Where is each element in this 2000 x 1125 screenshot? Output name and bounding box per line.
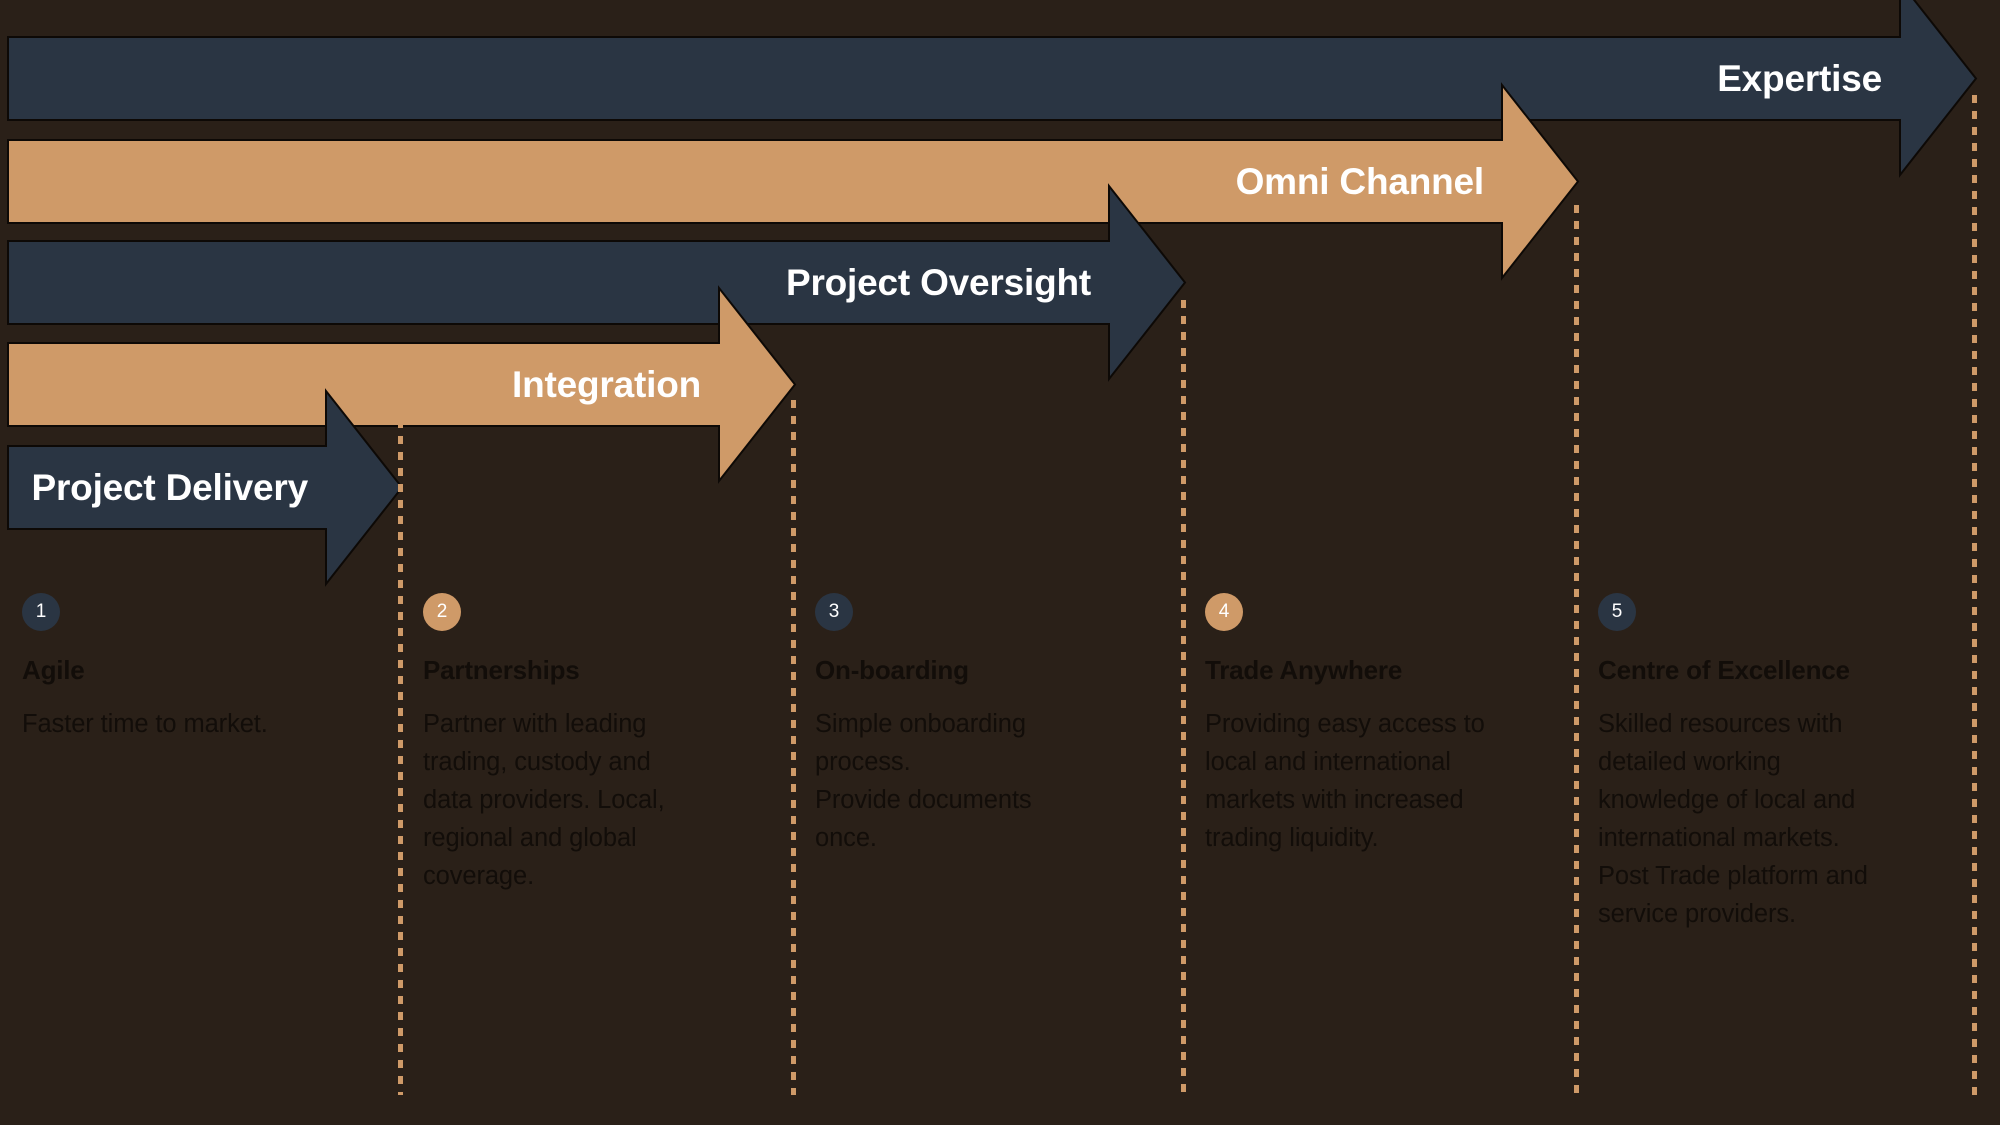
milestone-description: Faster time to market. <box>22 710 268 738</box>
roadmap-arrow <box>7 285 797 484</box>
column-divider <box>1574 205 1579 1095</box>
milestone-description: Partner with leading trading, custody an… <box>423 710 665 890</box>
milestone-number-badge: 1 <box>22 593 60 631</box>
roadmap-arrow <box>7 183 1187 382</box>
milestone-title: Agile <box>22 655 85 685</box>
milestone-number-badge: 4 <box>1205 593 1243 631</box>
milestone-number-badge: 5 <box>1598 593 1636 631</box>
milestone-title: On-boarding <box>815 655 969 685</box>
roadmap-arrow <box>7 82 1580 281</box>
milestone-number-badge: 2 <box>423 593 461 631</box>
roadmap-arrow <box>7 0 1978 178</box>
milestone-description: Providing easy access to local and inter… <box>1205 710 1485 852</box>
milestone-title: Trade Anywhere <box>1205 655 1403 685</box>
milestone-description: Simple onboarding process. Provide docum… <box>815 710 1032 852</box>
column-divider <box>1181 300 1186 1095</box>
milestone-title: Centre of Excellence <box>1598 655 1850 685</box>
roadmap-arrow <box>7 388 404 587</box>
milestone-title: Partnerships <box>423 655 580 685</box>
column-divider <box>398 420 403 1095</box>
column-divider <box>791 400 796 1095</box>
column-divider <box>1972 95 1977 1095</box>
milestone-number-badge: 3 <box>815 593 853 631</box>
milestone-description: Skilled resources with detailed working … <box>1598 710 1868 928</box>
